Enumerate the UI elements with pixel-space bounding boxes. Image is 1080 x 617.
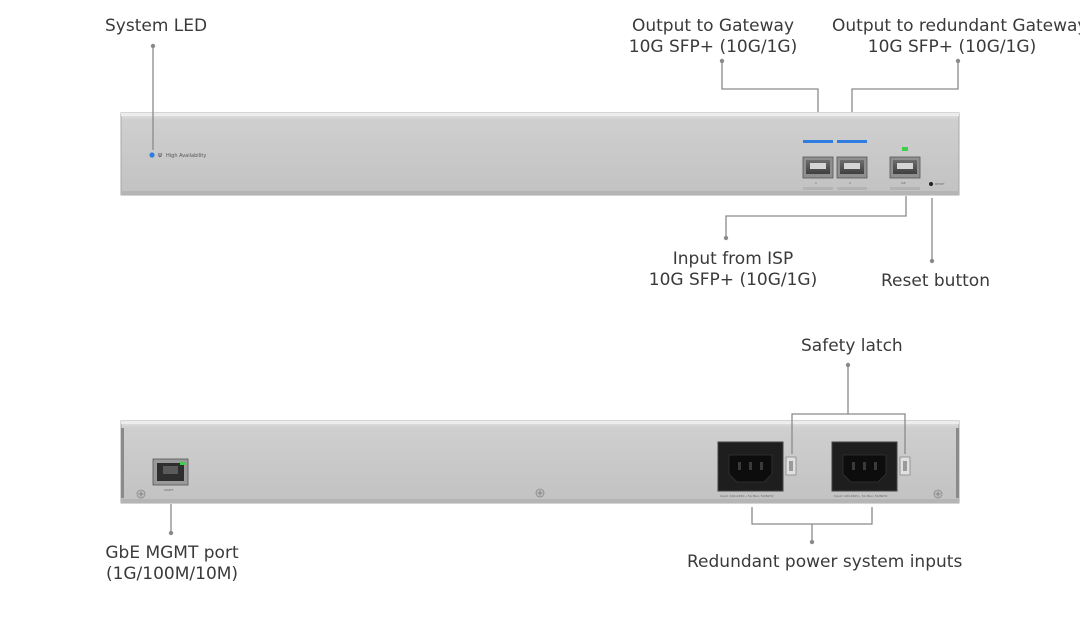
callout-system-led-text: System LED (105, 16, 208, 36)
power-inlet-1-rating: Input: 100-240V~ 5A Max, 50/60Hz (720, 494, 774, 498)
callout-power-inputs: Redundant power system inputs (687, 552, 962, 573)
ubiquiti-logo-icon: U (158, 153, 162, 159)
callout-power-inputs-text: Redundant power system inputs (687, 552, 963, 572)
callout-dots (150, 43, 961, 545)
power-inlet-2[interactable]: Input: 100-240V~ 5A Max, 50/60Hz (831, 441, 898, 498)
callout-output-redundant: Output to redundant Gateway 10G SFP+ (10… (832, 16, 1080, 58)
isp-led-icon (902, 147, 908, 151)
callout-output-gateway: Output to Gateway 10G SFP+ (10G/1G) (628, 16, 798, 58)
callout-reset-button-text: Reset button (881, 271, 990, 291)
callout-output-gateway-line1: Output to Gateway (631, 16, 795, 36)
power-inlet-2-rating: Input: 100-240V~ 5A Max, 50/60Hz (834, 494, 888, 498)
system-led-icon (149, 152, 155, 158)
screw-right-icon (933, 489, 943, 499)
callout-mgmt-port-line1: GbE MGMT port (105, 543, 239, 563)
sfp2-led-icon (837, 140, 867, 143)
callout-mgmt-port-line2: (1G/100M/10M) (105, 564, 239, 584)
callout-input-isp: Input from ISP 10G SFP+ (10G/1G) (648, 249, 818, 291)
sfp-port-isp[interactable]: ISP (889, 156, 921, 190)
callout-safety-latch: Safety latch (801, 336, 903, 357)
power-inlet-1[interactable]: Input: 100-240V~ 5A Max, 50/60Hz (717, 441, 784, 498)
front-branding: High Availability (166, 153, 206, 159)
callout-lines (152, 46, 959, 542)
callout-mgmt-port: GbE MGMT port (1G/100M/10M) (102, 543, 242, 585)
front-panel: U High Availability 1 2 ISP (120, 112, 960, 196)
rear-panel: MGMT Input: 100-240V~ 5A Max, 50/60Hz In… (120, 420, 960, 504)
mgmt-label: MGMT (164, 488, 174, 492)
safety-latch-1[interactable] (785, 456, 797, 476)
line-safety-latch (791, 365, 906, 454)
mgmt-led-icon (180, 462, 185, 465)
callout-reset-button: Reset button (881, 271, 990, 292)
sfp-port-2[interactable]: 2 (836, 156, 868, 190)
line-output-gateway (721, 61, 819, 112)
callout-output-gateway-line2: 10G SFP+ (10G/1G) (628, 37, 798, 57)
reset-button[interactable] (929, 182, 933, 186)
callout-input-isp-line2: 10G SFP+ (10G/1G) (648, 270, 818, 290)
line-input-isp (725, 196, 907, 238)
callout-safety-latch-text: Safety latch (801, 336, 903, 356)
callout-output-redundant-line2: 10G SFP+ (10G/1G) (867, 37, 1037, 57)
callout-input-isp-line1: Input from ISP (672, 249, 794, 269)
sfp-port-2-label: 2 (849, 181, 851, 185)
callout-output-redundant-line1: Output to redundant Gateway (832, 16, 1080, 36)
mgmt-rj45-port[interactable]: MGMT (152, 458, 189, 492)
sfp-port-isp-label: ISP (901, 181, 906, 185)
screw-center-icon (535, 488, 545, 498)
screw-left-icon (136, 489, 146, 499)
reset-label: RESET (935, 182, 945, 186)
sfp-port-1[interactable]: 1 (802, 156, 834, 190)
line-power-inputs (751, 507, 873, 542)
line-output-redundant (851, 61, 959, 112)
callout-system-led: System LED (105, 16, 207, 37)
safety-latch-2[interactable] (899, 456, 911, 476)
sfp-port-1-label: 1 (815, 181, 817, 185)
sfp1-led-icon (803, 140, 833, 143)
